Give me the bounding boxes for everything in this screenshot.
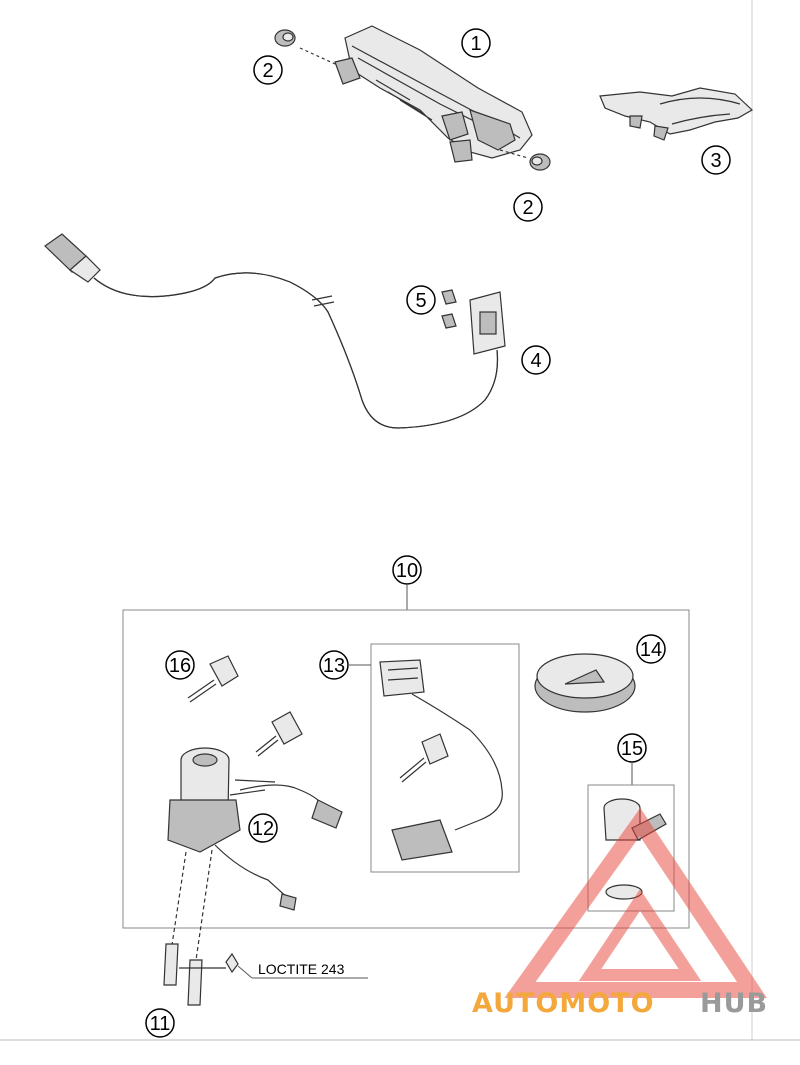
part-2-grommet-bottom [529, 153, 551, 171]
callout-14: 14 [640, 639, 662, 661]
callout-3-circle [701, 145, 731, 175]
watermark-text-hub: HUB [700, 988, 768, 1019]
callout-2a: 2 [262, 60, 273, 82]
callout-14-circle [636, 634, 666, 664]
callout-12: 12 [252, 818, 274, 840]
part-4-sensor [469, 291, 506, 355]
speed-sensor-cable [44, 233, 499, 429]
loctite-leader [237, 965, 253, 979]
callout-12-circle [248, 813, 278, 843]
callout-1-circle [461, 28, 491, 58]
watermark-triangle-outer [504, 807, 767, 998]
callout-13: 13 [323, 655, 345, 677]
part-11-bolts [163, 849, 239, 1006]
callout-15: 15 [621, 738, 643, 760]
part-13-cable-with-connectors [379, 659, 503, 861]
part-12-ignition-lock [167, 747, 343, 911]
callout-1: 1 [470, 33, 481, 55]
loctite-label: LOCTITE 243 [258, 961, 345, 977]
callout-2a-circle [253, 55, 283, 85]
callout-3: 3 [710, 150, 721, 172]
callout-4: 4 [530, 350, 541, 372]
part-16-key [187, 655, 239, 703]
callout-16-circle [165, 650, 195, 680]
watermark-text-automoto: AUTOMOTO [472, 988, 655, 1019]
callout-11-circle [145, 1008, 175, 1038]
callout-5: 5 [415, 290, 426, 312]
spare-key [255, 711, 303, 757]
part-5-screws [441, 289, 457, 329]
part-1-instrument-cluster [299, 25, 533, 163]
callout-16: 16 [169, 655, 191, 677]
watermark-triangle-inner [578, 889, 702, 981]
callout-11: 11 [150, 1013, 171, 1035]
callout-2b: 2 [522, 197, 533, 219]
callout-4-circle [521, 345, 551, 375]
callout-2b-circle [513, 192, 543, 222]
part-2-grommet-top [274, 29, 296, 47]
watermark-logo [504, 807, 767, 998]
callout-10: 10 [396, 560, 418, 582]
group-13-frame [370, 643, 520, 873]
part-14-fuel-cap [534, 653, 636, 713]
group-10-frame [122, 609, 690, 929]
callout-5-circle [406, 285, 436, 315]
part-3-cover [599, 87, 754, 141]
